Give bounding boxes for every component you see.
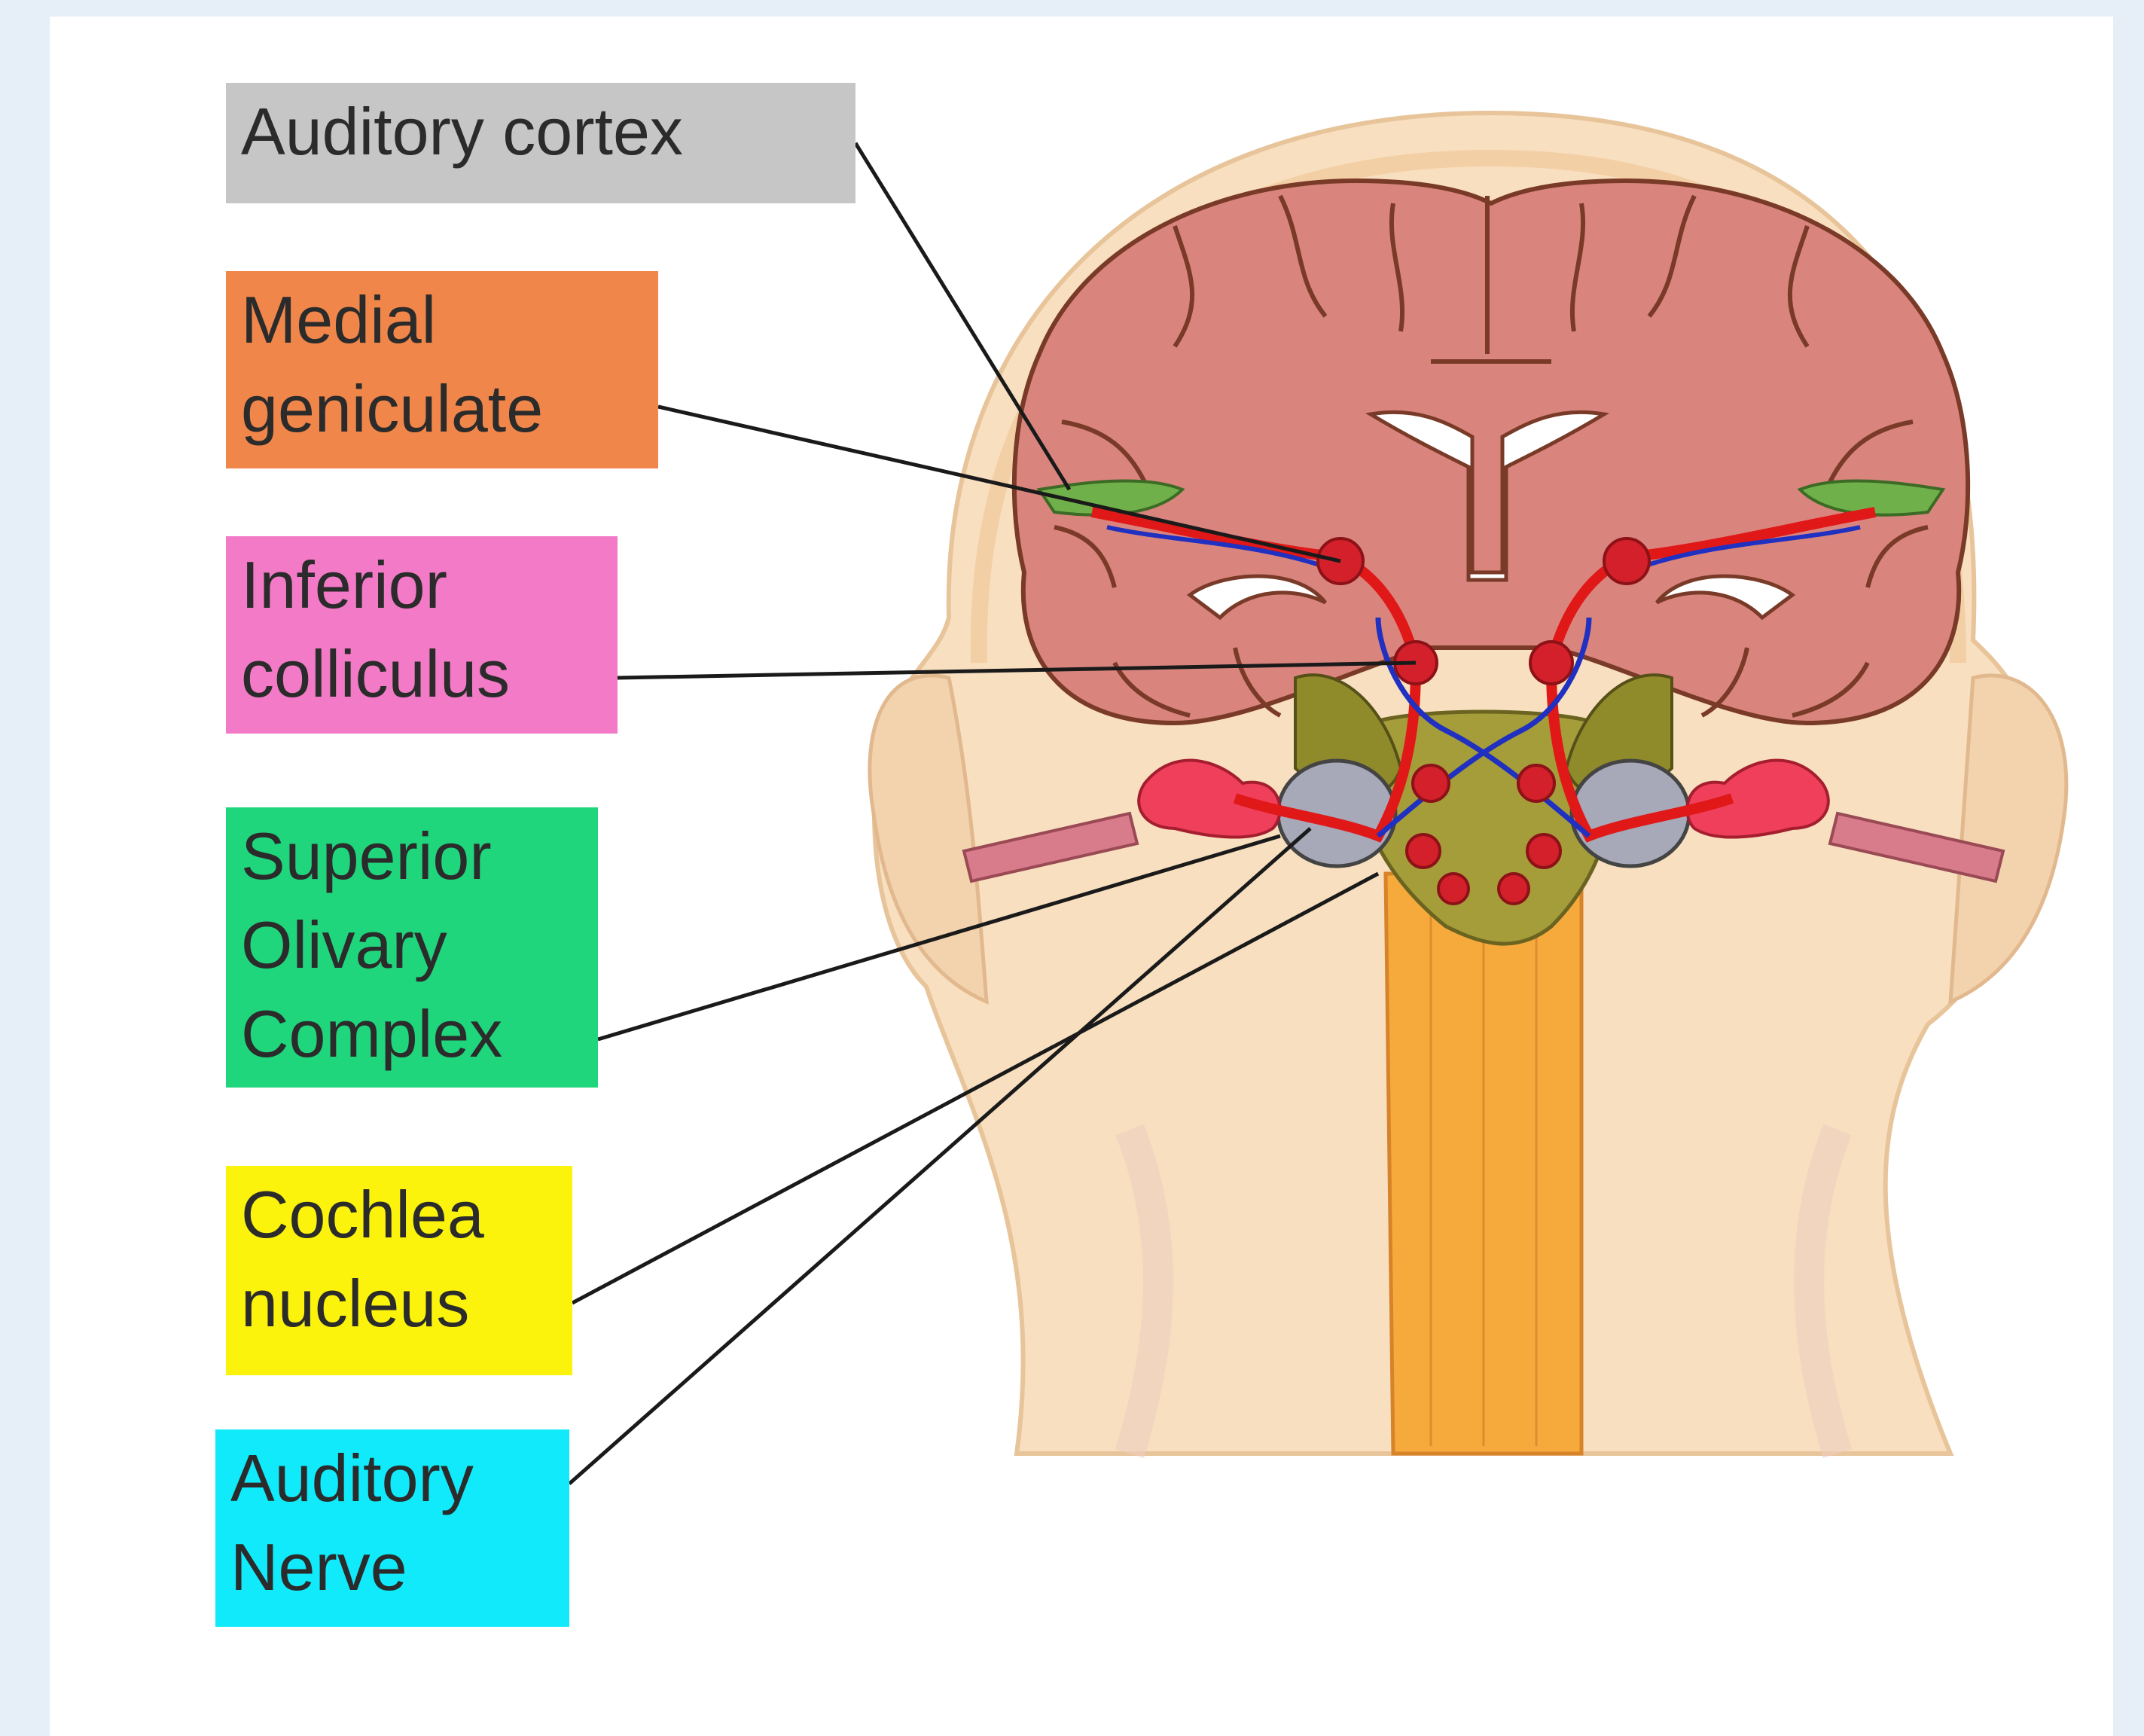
label-medial-geniculate: Medial geniculate (226, 271, 658, 468)
label-inferior-colliculus: Inferior colliculus (226, 536, 618, 734)
label-auditory-cortex: Auditory cortex (226, 83, 855, 203)
label-cochlea-nucleus: Cochlea nucleus (226, 1166, 572, 1375)
brain (1014, 181, 1968, 723)
label-auditory-nerve: Auditory Nerve (215, 1429, 569, 1627)
label-superior-olivary-complex: Superior Olivary Complex (226, 807, 598, 1088)
